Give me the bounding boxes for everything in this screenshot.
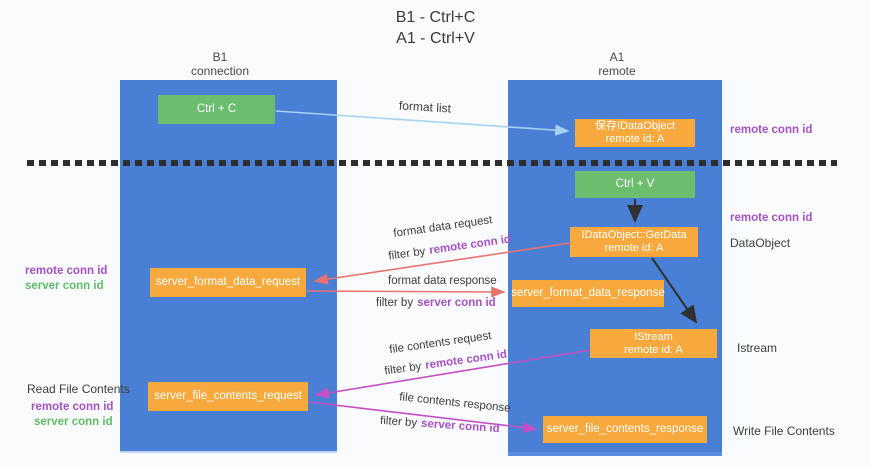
diagram-title: B1 - Ctrl+C A1 - Ctrl+V (0, 7, 871, 49)
label-dataobject: DataObject (730, 236, 791, 250)
label-remote-conn-id-left-bottom: remote conn id (31, 401, 114, 413)
box-istream-line2: remote id: A (624, 343, 683, 356)
remote-conn-id-text: remote conn id (428, 233, 512, 257)
box-server-format-data-response-label: server_format_data_response (511, 287, 665, 299)
label-read-file-contents: Read File Contents (27, 382, 130, 396)
label-istream: Istream (737, 341, 778, 355)
label-format-list: format list (398, 98, 452, 116)
lane-a1-header: A1 remote (537, 50, 697, 78)
label-format-data-request: format data request (392, 214, 494, 240)
label-remote-conn-id-right-top: remote conn id (730, 124, 813, 136)
box-server-file-contents-request-label: server_file_contents_request (154, 390, 302, 402)
box-server-file-contents-response-label: server_file_contents_response (546, 423, 704, 435)
server-conn-id-text: server conn id (417, 297, 496, 309)
dashed-divider (27, 160, 837, 166)
lane-a1-subtitle: remote (598, 64, 636, 78)
label-file-contents-response: file contents response (398, 391, 512, 415)
box-server-file-contents-request: server_file_contents_request (148, 382, 308, 411)
filter-by-text: filter by (376, 297, 414, 309)
diagram-title-line2: A1 - Ctrl+V (396, 30, 475, 47)
box-istream: IStream remote id: A (590, 329, 717, 358)
box-server-file-contents-response: server_file_contents_response (543, 416, 707, 443)
label-remote-conn-id-left-top: remote conn id (25, 265, 108, 277)
box-getdata-line1: IDataObject::GetData (581, 229, 687, 241)
lane-b1-header: B1 connection (140, 50, 300, 78)
box-ctrl-v: Ctrl + V (575, 171, 695, 198)
server-conn-id-text: server conn id (420, 417, 500, 436)
box-save-idataobject-line1: 保存IDataObject (594, 120, 676, 132)
lane-b1-name: B1 (212, 50, 228, 64)
box-server-format-data-request: server_format_data_request (150, 268, 306, 297)
box-save-idataobject-line2: remote id: A (605, 133, 665, 145)
box-ctrl-v-label: Ctrl + V (615, 178, 655, 190)
diagram-title-line1: B1 - Ctrl+C (395, 9, 476, 26)
label-format-data-response: format data response (388, 275, 497, 287)
lane-a1-name: A1 (609, 50, 625, 64)
box-server-format-data-response: server_format_data_response (511, 280, 665, 307)
filter-by-text: filter by (387, 245, 427, 263)
label-server-conn-id-left-top: server conn id (25, 280, 104, 292)
box-ctrl-c: Ctrl + C (158, 95, 275, 124)
box-istream-line1: IStream (634, 330, 673, 343)
box-idataobject-getdata: IDataObject::GetData remote id: A (570, 227, 698, 257)
filter-by-text: filter by (383, 360, 423, 378)
label-remote-conn-id-right-mid: remote conn id (730, 212, 813, 224)
box-server-format-data-request-label: server_format_data_request (155, 276, 301, 288)
remote-conn-id-text: remote conn id (424, 348, 508, 372)
lane-b1-subtitle: connection (190, 64, 250, 78)
label-write-file-contents: Write File Contents (733, 424, 835, 438)
label-server-conn-id-left-bottom: server conn id (34, 416, 113, 428)
box-getdata-line2: remote id: A (604, 242, 664, 254)
box-ctrl-c-label: Ctrl + C (196, 103, 237, 115)
filter-by-text: filter by (379, 414, 418, 430)
box-save-idataobject: 保存IDataObject remote id: A (575, 119, 695, 147)
